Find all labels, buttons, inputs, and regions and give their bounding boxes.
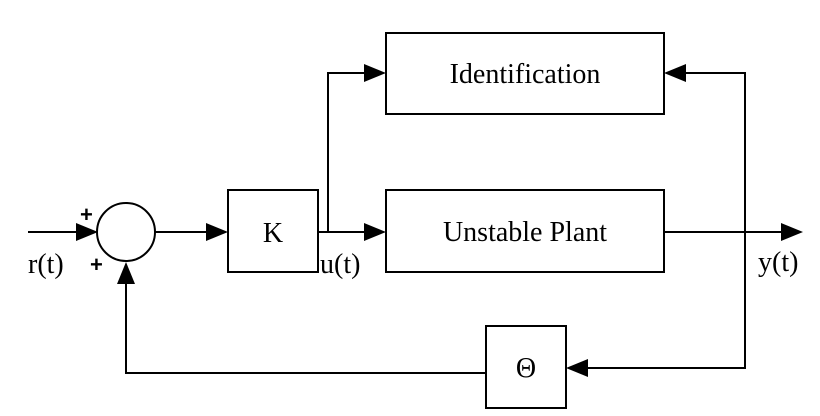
control-to-identification-arrowhead: [364, 64, 386, 82]
sum-to-controller-arrowhead: [206, 223, 228, 241]
output-signal-label: y(t): [758, 247, 798, 278]
output-to-identification-arrowhead: [664, 64, 686, 82]
output-to-feedback-arrowhead: [566, 359, 588, 377]
summing-junction: [96, 202, 156, 262]
output-to-feedback-line: [588, 232, 746, 369]
identification-label: Identification: [450, 59, 601, 90]
feedback-block: [485, 325, 567, 409]
feedback-return-line: [125, 282, 486, 374]
control-to-identification-line: [327, 72, 370, 232]
control-signal-label: u(t): [320, 249, 360, 280]
reference-signal-label: r(t): [28, 249, 64, 280]
controller-block: [227, 189, 319, 273]
reference-input-arrowhead: [76, 223, 98, 241]
identification-block: [385, 32, 665, 115]
feedback-label: Θ: [516, 353, 536, 384]
output-to-identification-line: [686, 72, 746, 232]
feedback-sign: +: [90, 252, 103, 277]
output-arrowhead: [781, 223, 803, 241]
plant-label: Unstable Plant: [443, 217, 607, 248]
controller-label: K: [263, 218, 283, 249]
plant-block: [385, 189, 665, 273]
controller-to-plant-arrowhead: [364, 223, 386, 241]
feedback-return-arrowhead: [117, 262, 135, 284]
input-sign: +: [80, 202, 93, 227]
